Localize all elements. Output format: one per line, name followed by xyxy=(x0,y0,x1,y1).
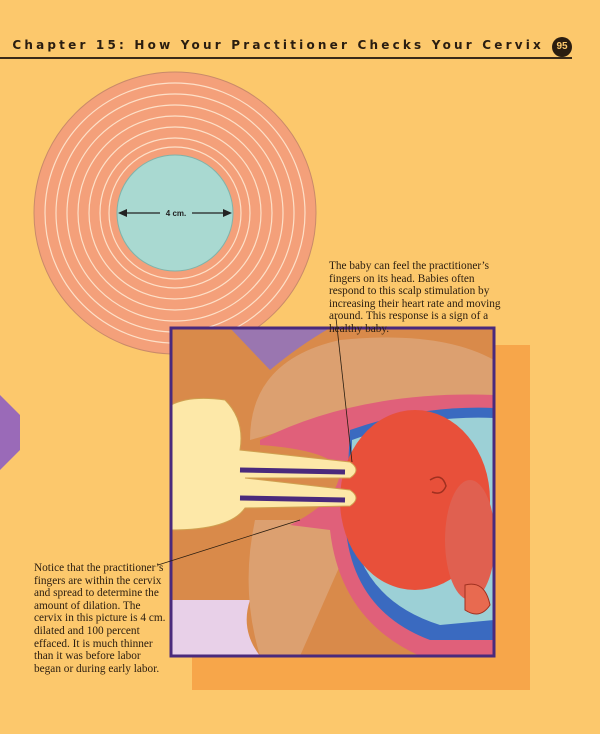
callout-line-fingers xyxy=(157,519,301,566)
dilation-diagram: 4 cm. xyxy=(33,71,317,355)
decorative-shape xyxy=(0,395,20,470)
fingers-caption: Notice that the practitioner’s fingers a… xyxy=(34,562,166,675)
illustration-frame xyxy=(169,326,496,658)
baby-caption: The baby can feel the practitioner’s fin… xyxy=(329,260,501,335)
page-number: 95 xyxy=(552,37,572,57)
header-rule xyxy=(0,57,572,59)
exam-illustration xyxy=(169,326,496,658)
chapter-title: Chapter 15: How Your Practitioner Checks… xyxy=(12,38,544,52)
callout-line-baby xyxy=(335,317,353,463)
arrow-left-icon xyxy=(118,209,127,217)
dilation-label: 4 cm. xyxy=(166,209,186,218)
arrow-right-icon xyxy=(223,209,232,217)
